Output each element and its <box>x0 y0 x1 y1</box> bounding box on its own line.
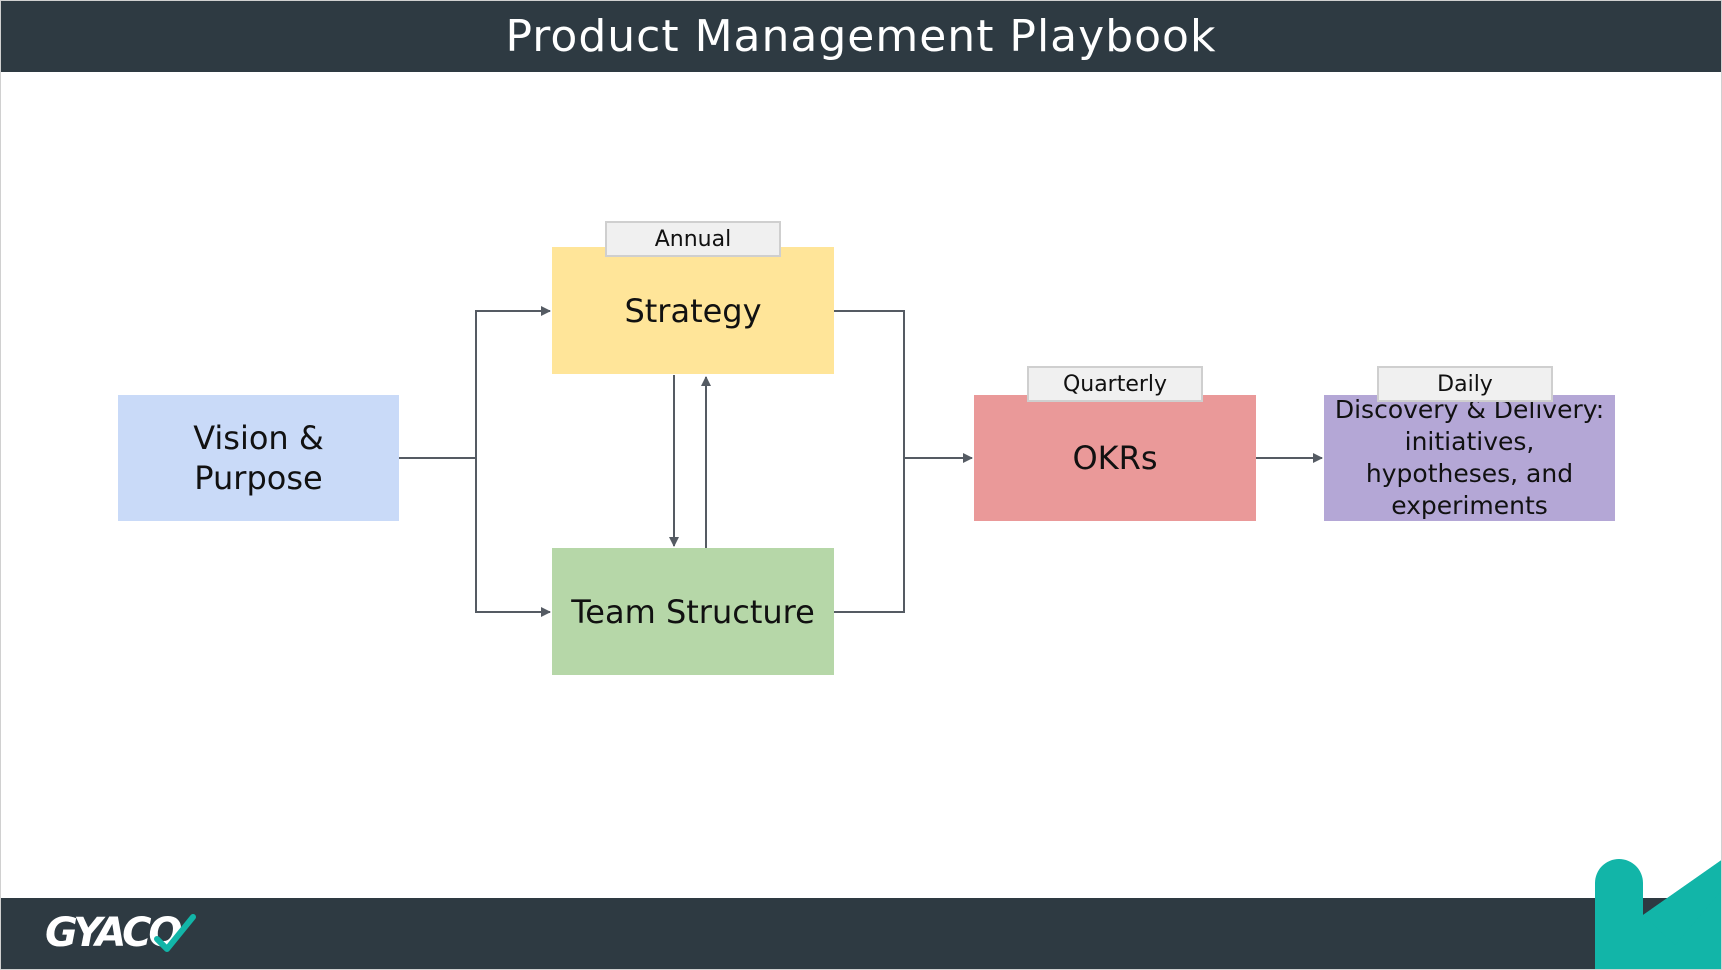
tag-annual-label: Annual <box>654 226 732 252</box>
tag-quarterly: Quarterly <box>1027 366 1203 402</box>
node-strategy-label: Strategy <box>624 291 762 330</box>
tag-daily: Daily <box>1377 366 1553 402</box>
tag-quarterly-label: Quarterly <box>1062 371 1168 397</box>
connector-team-merge <box>834 458 905 613</box>
node-okrs-label: OKRs <box>1072 439 1158 477</box>
tag-annual: Annual <box>605 221 781 257</box>
node-team-label: Team Structure <box>571 592 815 631</box>
node-discovery-label: Discovery & Delivery: initiatives, hypot… <box>1334 395 1605 520</box>
tag-daily-label: Daily <box>1437 371 1493 397</box>
node-okrs: OKRs <box>974 395 1256 521</box>
checkmark-icon <box>154 914 196 952</box>
page-title: Product Management Playbook <box>505 10 1217 62</box>
connector-to-team <box>475 458 551 617</box>
node-strategy: Strategy <box>552 247 834 374</box>
node-vision-label: Vision & Purpose <box>193 419 324 497</box>
footer-bar <box>1 898 1721 969</box>
brand-check-icon <box>1595 859 1721 969</box>
node-discovery-delivery: Discovery & Delivery: initiatives, hypot… <box>1324 395 1615 521</box>
connector-strategy-merge <box>834 310 905 458</box>
node-vision-purpose: Vision & Purpose <box>118 395 399 521</box>
logo-wordmark: GYACO <box>45 910 182 956</box>
connector-to-strategy <box>475 306 551 458</box>
node-team-structure: Team Structure <box>552 548 834 675</box>
company-logo: GYACO <box>45 909 196 957</box>
header-bar: Product Management Playbook <box>1 1 1721 72</box>
